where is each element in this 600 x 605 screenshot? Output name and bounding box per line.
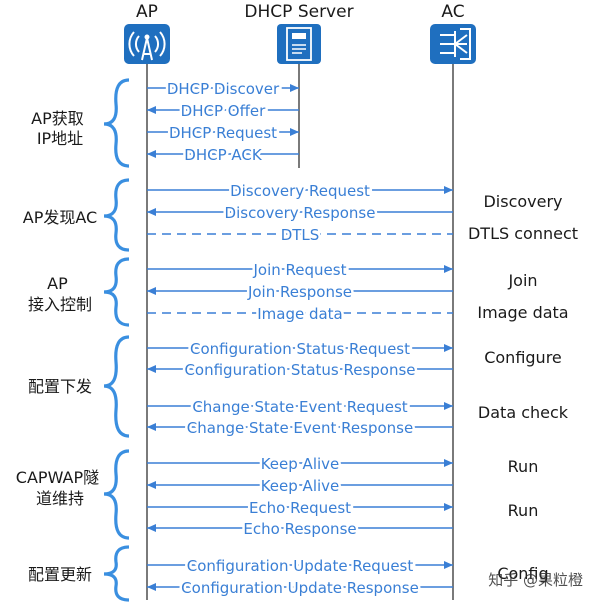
ac-state-label: Run [508,457,539,476]
message-label: Configuration Status Response [184,361,415,379]
phase-label-line: AP发现AC [23,208,97,227]
message-label: Discovery Response [225,204,376,222]
message-label: DHCP ACK [184,146,263,164]
phase-brace [103,257,130,327]
message-label: Echo Response [243,520,356,538]
dhcp-server-icon [277,24,321,64]
access-point-icon [124,24,170,64]
phase-brace [103,335,130,438]
watermark: 知乎 @果粒橙 [488,571,583,589]
ac-state-label: DTLS connect [468,224,578,243]
message-label: Configuration Status Request [190,340,410,358]
message-label: Configuration Update Request [187,557,414,575]
phase-brace [103,449,130,540]
ac-state-label: Config [497,564,548,583]
message-label: Change State Event Response [187,419,413,437]
message-label: Change State Event Request [192,398,407,416]
phase-label-line: 道维持 [36,489,84,508]
participant-dhcp-label: DHCP Server [244,2,353,22]
phase-label-line: AP [47,274,68,293]
phase-label: AP获取 IP地址 [31,109,89,148]
phase-label-line: IP地址 [37,129,83,148]
ac-state-label: Image data [477,303,568,322]
message-label: Join Request [253,261,347,279]
message-label: Keep Alive [261,477,340,495]
ac-state-label: Discovery [483,192,562,211]
message-label: DHCP Discover [167,80,280,98]
phase-label-line: 配置更新 [28,565,92,584]
message-label: Keep Alive [261,455,340,473]
ac-state-label: Run [508,501,539,520]
phase-brace [103,545,130,602]
phase-label: 配置下发 [28,377,92,396]
message-label: Echo Request [249,499,351,517]
message-label: DTLS [281,226,320,244]
phase-label-line: 配置下发 [28,377,92,396]
participant-ap-label: AP [136,2,158,22]
participant-ac-label: AC [441,2,464,22]
access-controller-icon [430,24,476,64]
phase-label-line: 接入控制 [28,295,92,314]
message-label: Image data [257,305,343,323]
phase-brace [103,178,130,252]
message-label: Discovery Request [230,182,370,200]
ac-state-label: Configure [484,348,562,367]
phase-label: AP 接入控制 [28,274,92,314]
phase-label-line: CAPWAP隧 [16,468,99,487]
phase-label: 配置更新 [28,565,92,584]
message-label: Join Response [247,283,352,301]
phase-label-line: AP获取 [31,109,84,128]
ac-state-label: Data check [478,403,569,422]
message-label: DHCP Offer [181,102,266,120]
phase-label: AP发现AC [23,208,97,227]
phase-brace [103,78,130,168]
message-label: Configuration Update Response [181,579,419,597]
message-label: DHCP Request [169,124,277,142]
phase-label: CAPWAP隧 道维持 [16,468,104,508]
ac-state-label: Join [507,271,537,290]
